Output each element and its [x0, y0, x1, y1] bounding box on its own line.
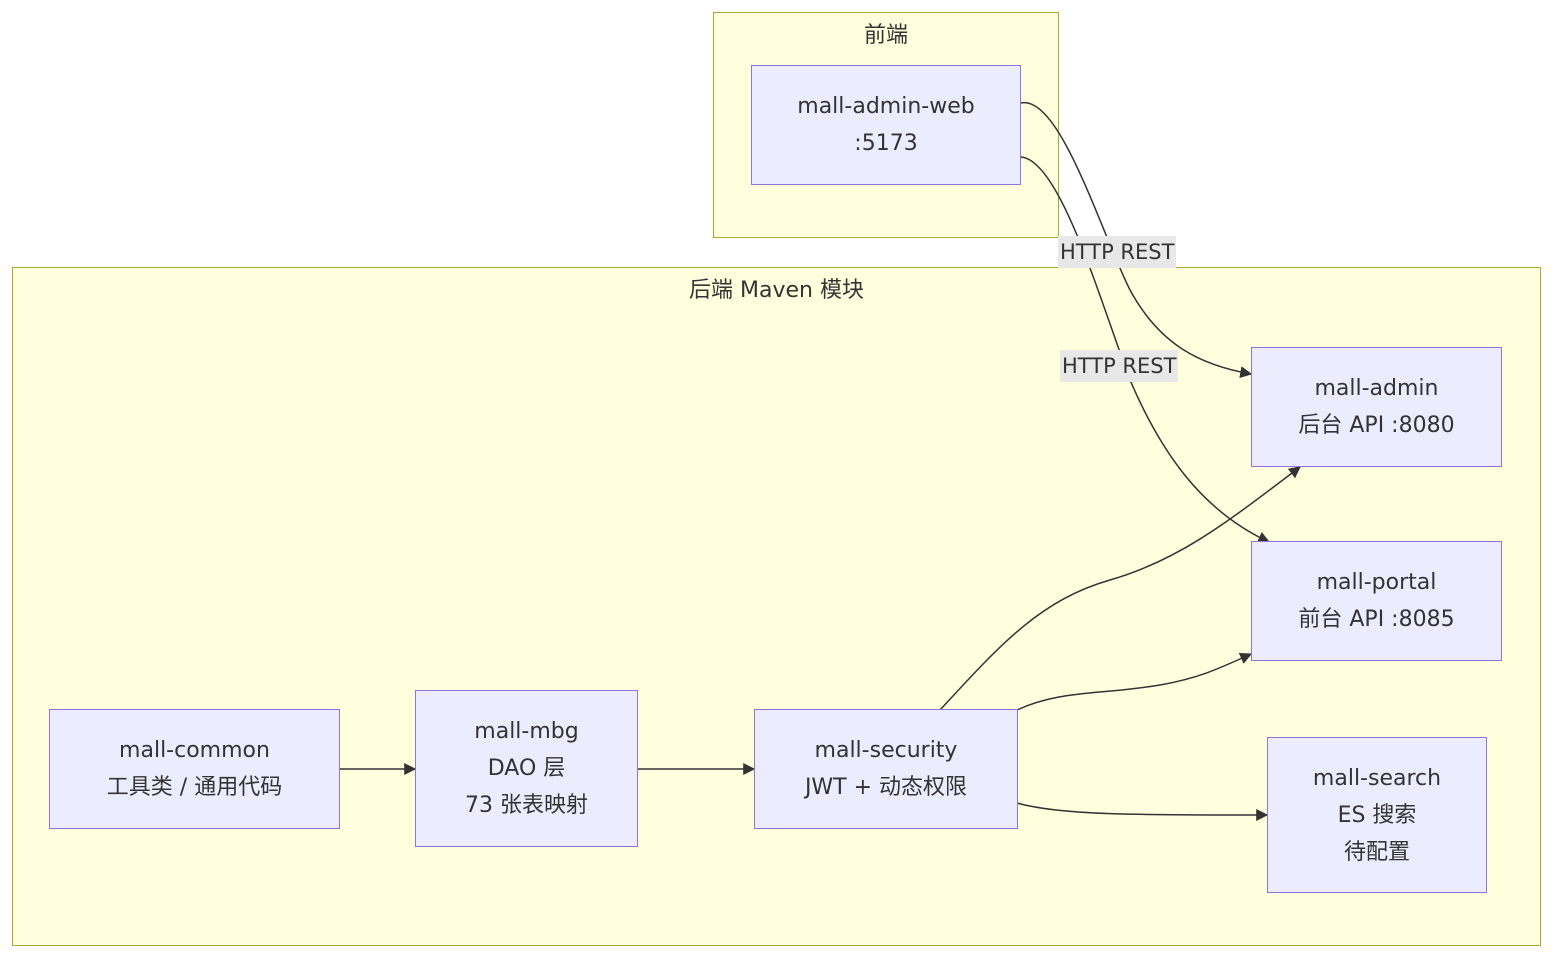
frontend-cluster-title: 前端: [863, 23, 908, 48]
node-mall-admin[interactable]: mall-admin 后台 API :8080: [1251, 347, 1502, 467]
node-mall-common[interactable]: mall-common 工具类 / 通用代码: [49, 709, 340, 829]
node-mall-admin-web-name: mall-admin-web: [797, 94, 975, 119]
node-mall-mbg[interactable]: mall-mbg DAO 层 73 张表映射: [415, 690, 638, 847]
node-mall-portal-desc: 前台 API :8085: [1298, 607, 1455, 632]
node-mall-mbg-name: mall-mbg: [474, 719, 579, 744]
edge-security-to-portal: [1016, 652, 1253, 711]
backend-cluster-title: 后端 Maven 模块: [689, 278, 864, 303]
node-mall-portal[interactable]: mall-portal 前台 API :8085: [1251, 541, 1502, 661]
edge-security-to-search: [1016, 802, 1269, 821]
node-mall-admin-desc: 后台 API :8080: [1298, 413, 1455, 438]
node-mall-search-name: mall-search: [1312, 765, 1442, 791]
node-mall-mbg-tables: 73 张表映射: [465, 793, 588, 818]
node-mall-admin-web-port: :5173: [854, 131, 918, 156]
node-mall-search-desc: ES 搜索: [1337, 802, 1417, 828]
node-mall-common-name: mall-common: [119, 738, 270, 763]
edge-admin-web-to-admin: [1020, 102, 1253, 379]
node-mall-security-desc: JWT + 动态权限: [804, 775, 968, 800]
node-mall-admin-name: mall-admin: [1314, 376, 1439, 401]
edge-label-admin-web-to-admin: HTTP REST: [1058, 236, 1177, 268]
node-mall-portal-name: mall-portal: [1316, 570, 1437, 595]
node-mall-security-name: mall-security: [814, 738, 958, 763]
node-mall-common-desc: 工具类 / 通用代码: [106, 775, 283, 800]
node-mall-search[interactable]: mall-search ES 搜索 待配置: [1267, 737, 1487, 893]
edge-label-admin-web-to-portal: HTTP REST: [1060, 350, 1179, 382]
node-mall-mbg-desc: DAO 层: [487, 756, 566, 781]
node-mall-search-status: 待配置: [1343, 839, 1410, 865]
edge-security-to-admin: [939, 466, 1301, 711]
node-mall-admin-web[interactable]: mall-admin-web :5173: [751, 65, 1021, 185]
node-mall-security[interactable]: mall-security JWT + 动态权限: [754, 709, 1018, 829]
